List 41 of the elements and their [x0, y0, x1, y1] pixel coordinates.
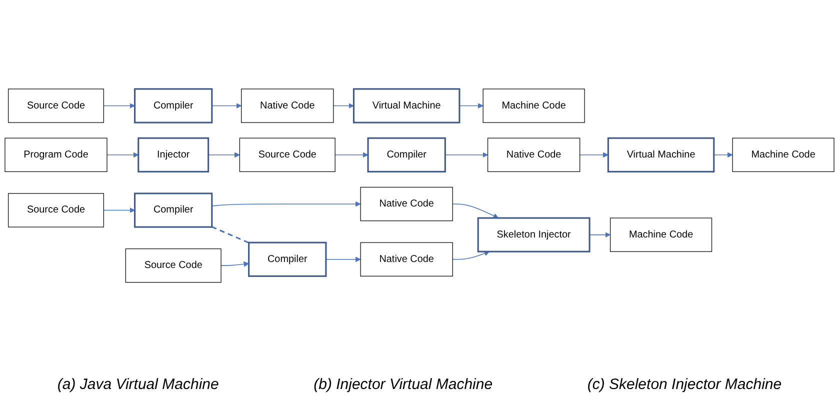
arrow [579, 152, 608, 158]
node-box: Machine Code [732, 138, 834, 172]
node-box: Native Code [360, 187, 453, 222]
arrow [326, 256, 361, 262]
node-box: Source Code [8, 193, 104, 228]
node-box: Compiler [248, 242, 327, 278]
arrow [106, 152, 139, 158]
caption: (b) Injector Virtual Machine [314, 376, 493, 393]
node-box: Source Code [239, 138, 336, 172]
node-box: Compiler [367, 138, 446, 173]
node-box: Source Code [8, 89, 104, 124]
node-box: Injector [138, 138, 210, 173]
node-box: Machine Code [610, 218, 712, 252]
arrow [713, 152, 733, 158]
node-box: Skeleton Injector [477, 218, 590, 253]
connector [212, 226, 250, 244]
node-box: Source Code [125, 248, 222, 283]
node-box: Virtual Machine [607, 138, 715, 173]
arrow [452, 204, 499, 219]
arrow [208, 152, 240, 158]
caption: (a) Java Virtual Machine [57, 376, 219, 393]
node-box: Program Code [4, 138, 108, 172]
arrow [334, 152, 368, 158]
node-box: Native Code [360, 242, 453, 277]
node-box: Virtual Machine [352, 88, 460, 124]
node-box: Native Code [487, 138, 580, 172]
arrow [452, 251, 490, 260]
arrow [444, 152, 488, 158]
arrow [103, 208, 136, 214]
node-box: Machine Code [482, 89, 585, 124]
arrow [220, 262, 250, 268]
arrow [103, 103, 136, 109]
node-box: Native Code [241, 89, 334, 124]
arrow [212, 103, 242, 109]
arrow [589, 232, 611, 238]
node-box: Compiler [134, 88, 213, 124]
caption: (c) Skeleton Injector Machine [587, 376, 782, 393]
node-box: Compiler [134, 193, 213, 228]
arrow [459, 103, 484, 109]
arrow [212, 202, 361, 208]
arrow [333, 103, 354, 109]
